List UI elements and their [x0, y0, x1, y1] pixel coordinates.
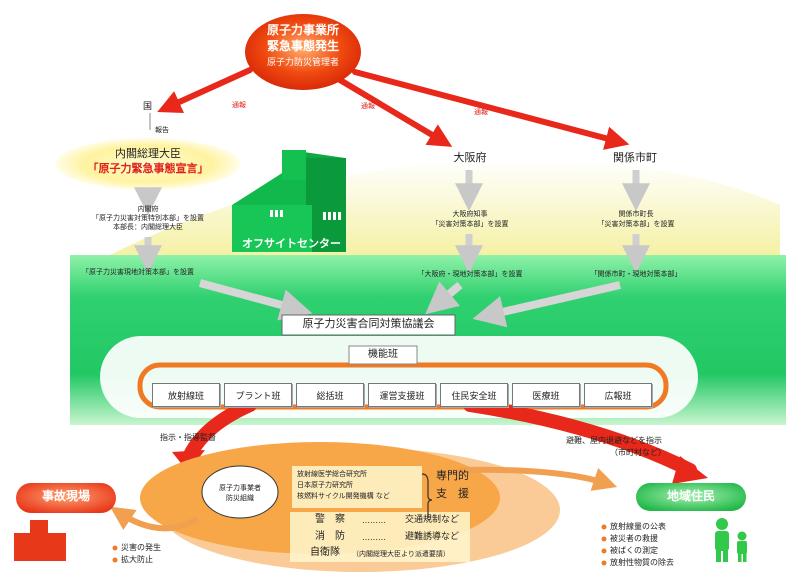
- functional-group-title: 機能班: [368, 349, 398, 360]
- pm-ellipse: [56, 138, 240, 190]
- council-box: [281, 314, 456, 336]
- top-report-arrows: [157, 67, 630, 150]
- down-arrows: [134, 170, 650, 274]
- expert-support-label-2: 支 援: [436, 487, 469, 500]
- top-node-line1: 原子力事業所: [266, 23, 339, 37]
- osaka-title: 大阪府: [453, 151, 487, 164]
- response-org-sdf: 自衛隊: [310, 547, 340, 558]
- response-task-police: 交通規制など: [405, 515, 460, 525]
- city-sub2: 「災害対策本部」を設置: [597, 220, 675, 228]
- offsite-center-label: オフサイトセンター: [242, 237, 341, 250]
- response-dots-fire: ………: [362, 533, 386, 542]
- accident-item-2: 拡大防止: [121, 555, 153, 564]
- instruction-arrows: [183, 398, 697, 477]
- city-sub1: 関係市町長: [618, 210, 654, 218]
- team-operation-support: 運営支援班: [368, 383, 436, 407]
- plant-icon: [14, 520, 66, 561]
- team-resident-safety: 住民安全班: [440, 383, 508, 407]
- report-label-city: 通報: [474, 108, 488, 116]
- osaka-sub1: 大阪府知事: [452, 210, 488, 218]
- team-radiation: 放射線班: [152, 383, 220, 407]
- council-arrows: [198, 279, 621, 328]
- expert-org-1: 放射線医学総合研究所: [297, 470, 367, 478]
- response-task-sdf: （内閣総理大臣より派遣要請）: [352, 550, 450, 558]
- operator-org-line1: 原子力事業者: [219, 484, 261, 492]
- city-onsite-hq: 「関係市町・現地対策本部」: [590, 270, 682, 278]
- instruction-right-head: [672, 456, 708, 484]
- expert-bracket: [421, 473, 433, 518]
- kuni-onsite-hq: 「原子力災害現地対策本部」を設置: [82, 268, 194, 276]
- instruction-right-1: 避難、屋内退避などを指示: [566, 436, 662, 445]
- operator-org-ellipse: [201, 465, 279, 519]
- team-general: 総括班: [296, 383, 364, 407]
- expert-org-2: 日本原子力研究所: [297, 481, 353, 489]
- team-public-relations: 広報班: [584, 383, 652, 407]
- city-title: 関係市町: [613, 151, 657, 164]
- accident-site-label: 事故現場: [41, 489, 90, 503]
- resident-item-4: 放射性物質の除去: [610, 558, 674, 567]
- report-label-kuni: 通報: [232, 101, 246, 109]
- offsite-center-building: [232, 150, 346, 252]
- expert-org-3: 核燃料サイクル開発機構 など: [297, 492, 390, 500]
- response-org-police: 警 察: [315, 514, 345, 525]
- response-box: [290, 512, 470, 562]
- functional-group-loop: [137, 362, 669, 410]
- response-task-fire: 避難誘導など: [405, 532, 460, 542]
- response-dots-police: ………: [362, 516, 386, 525]
- team-plant: プラント班: [224, 383, 292, 407]
- operator-org-line2: 防災組織: [226, 494, 254, 502]
- response-org-fire: 消 防: [315, 531, 345, 542]
- pm-declaration: 「原子力緊急事態宣言」: [87, 162, 209, 175]
- osaka-sub2: 「災害対策本部」を設置: [431, 220, 509, 228]
- residents-label: 地域住民: [666, 489, 715, 503]
- kuni-label: 国: [143, 102, 153, 112]
- kuni-sub2: 「原子力災害対策特別本部」を設置: [92, 214, 204, 222]
- expert-box: [292, 466, 422, 508]
- top-node-line2: 緊急事態発生: [266, 39, 339, 53]
- kuni-sub3: 本部長：内閣総理大臣: [113, 223, 183, 231]
- expert-support-label-1: 専門的: [436, 469, 469, 482]
- osaka-onsite-hq: 「大阪府・現地対策本部」を設置: [417, 270, 523, 278]
- functional-group-title-box: [348, 345, 418, 365]
- top-node-line3: 原子力防災管理者: [266, 58, 339, 68]
- resident-item-1: 放射線量の公表: [610, 522, 666, 531]
- instruction-left: 指示・指導監督: [160, 433, 216, 442]
- instruction-right-2: （市町村など）: [610, 448, 666, 457]
- resident-item-3: 被ばくの測定: [610, 546, 658, 555]
- council-label: 原子力災害合同対策協議会: [302, 317, 435, 330]
- residents-pill: [636, 483, 746, 511]
- team-medical: 医療班: [512, 383, 580, 407]
- kuni-report-label: 報告: [155, 126, 169, 134]
- kuni-sub1: 内閣府: [137, 205, 159, 213]
- bullet-dots: [112, 524, 607, 566]
- resident-item-2: 被災者の救援: [610, 534, 658, 543]
- top-emergency-ellipse: [245, 14, 361, 90]
- pm-title: 内閣総理大臣: [115, 147, 181, 160]
- accident-item-1: 災害の発生: [121, 543, 161, 552]
- residents-people-icon: [715, 518, 747, 562]
- report-label-osaka: 通報: [361, 102, 375, 110]
- support-arrows: [110, 466, 618, 532]
- accident-site-pill: [16, 483, 116, 513]
